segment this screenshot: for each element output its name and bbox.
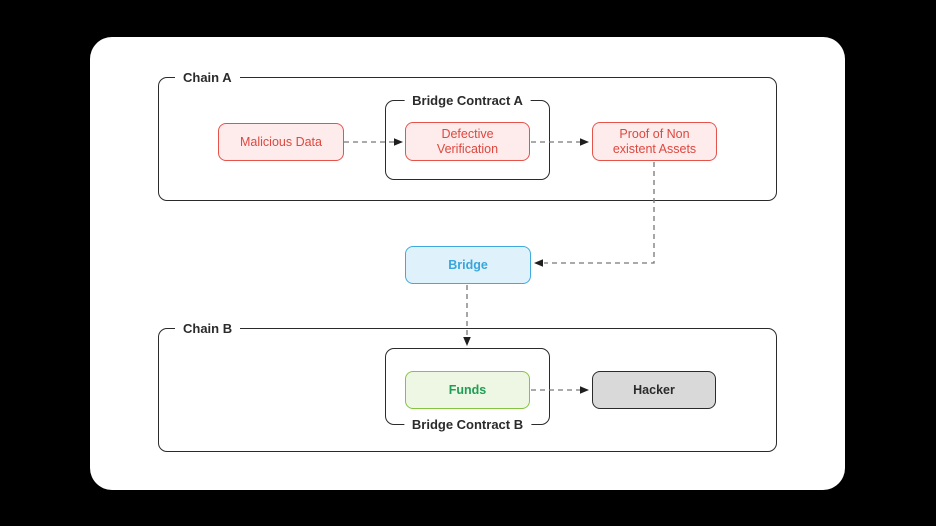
defective-verification-node: Defective Verification [405,122,530,161]
malicious-data-node: Malicious Data [218,123,344,161]
chain-a-label: Chain A [175,69,240,86]
chain-a-container: Chain A [158,69,777,201]
bridge-contract-a-label: Bridge Contract A [404,92,531,109]
funds-node: Funds [405,371,530,409]
bridge-contract-a-container: Bridge Contract A [385,92,550,180]
hacker-node: Hacker [592,371,716,409]
bridge-contract-b-container: Bridge Contract B [385,348,550,433]
bridge-node: Bridge [405,246,531,284]
chain-b-label: Chain B [175,320,241,337]
bridge-contract-b-label: Bridge Contract B [403,416,532,433]
proof-of-nonexistent-assets-node: Proof of Non existent Assets [592,122,717,161]
